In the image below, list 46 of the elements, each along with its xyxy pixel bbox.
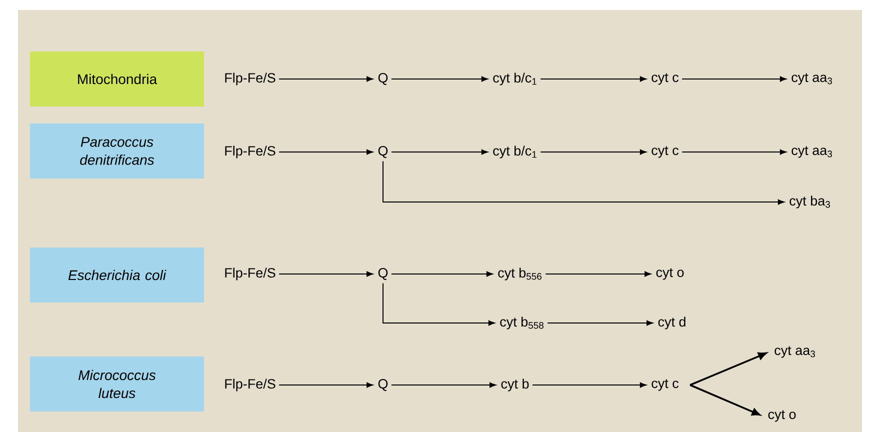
chain-label: Flp-Fe/S: [225, 268, 276, 280]
chain-label: cyt aa$_{3}$: [792, 73, 832, 85]
chain-label: Q: [378, 146, 388, 158]
arrow: [547, 320, 653, 326]
chain-label: cyt c: [652, 379, 679, 391]
chain-label: Q: [378, 268, 388, 280]
arrow: [690, 352, 767, 386]
chain-label: Q: [378, 379, 388, 391]
chain-label: Flp-Fe/S: [225, 72, 276, 86]
chain-label: cyt aa$_{3}$: [774, 346, 815, 358]
chain-label: cyt o: [656, 268, 684, 280]
arrow: [382, 282, 495, 326]
chain-label: cyt aa$_{3}$: [792, 146, 832, 158]
arrow: [390, 271, 493, 277]
arrow: [382, 160, 784, 205]
chain-label: cyt ba$_{3}$: [790, 196, 830, 208]
arrow: [540, 149, 646, 155]
chain-label: cyt b/c$_{1}$: [493, 146, 536, 158]
chain-label: cyt b/c$_{1}$: [493, 72, 536, 86]
arrow: [545, 271, 651, 277]
arrow: [540, 76, 646, 82]
species-box: Micrococcus luteus: [30, 356, 204, 412]
chain-label: Q: [378, 73, 388, 85]
chain-label: cyt b: [501, 378, 529, 392]
arrow: [682, 76, 786, 82]
chain-label: cyt o: [768, 410, 796, 422]
arrow: [690, 384, 760, 416]
arrow: [682, 149, 786, 155]
arrow: [390, 149, 488, 155]
chain-label: cyt b$_{558}$: [500, 316, 544, 330]
chain-label: cyt b$_{556}$: [498, 268, 542, 280]
arrow: [278, 382, 373, 388]
chain-label: Flp-Fe/S: [225, 378, 276, 392]
arrow: [532, 382, 646, 388]
chain-label: cyt d: [658, 316, 686, 330]
species-box: Paracoccus denitrificans: [30, 124, 204, 178]
chain-label: cyt c: [652, 73, 679, 85]
arrow: [390, 76, 488, 82]
arrow: [390, 382, 496, 388]
species-box: Mitochondria: [30, 52, 204, 106]
arrow: [278, 76, 373, 82]
arrow: [278, 271, 373, 277]
chain-label: Flp-Fe/S: [225, 146, 276, 158]
chain-label: cyt c: [652, 146, 679, 158]
arrow: [278, 149, 373, 155]
species-box: Escherichia coli: [30, 248, 204, 302]
